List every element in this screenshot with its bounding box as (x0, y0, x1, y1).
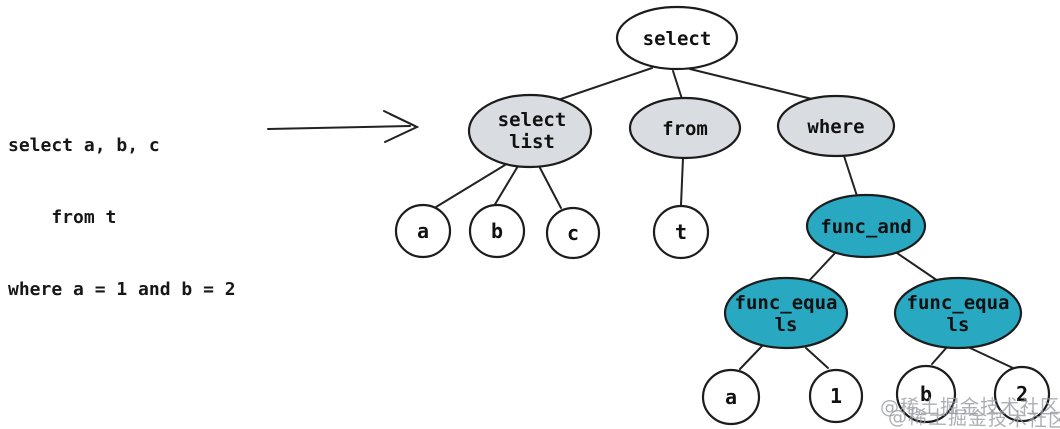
node-select-list-label-line2: list (509, 131, 555, 153)
node-col-a-label: a (417, 219, 429, 243)
node-col-b-label: b (491, 219, 503, 243)
node-func-and-label: func_and (820, 216, 912, 238)
node-eq1-a-label: a (725, 385, 737, 409)
sql-source-text: select a, b, c from t where a = 1 and b … (8, 86, 236, 350)
node-col-c-label: c (567, 221, 579, 245)
node-eq2-2: 2 (993, 365, 1051, 423)
node-func-equals-1-shape (723, 276, 849, 350)
node-eq2-b: b (895, 364, 957, 424)
node-table-t-shape (652, 204, 710, 260)
node-from-shape (628, 96, 742, 160)
edge-func-and-to-func-equals-2 (893, 250, 942, 284)
node-func-equals-2-label-line1: func_equa (907, 292, 1010, 314)
node-select-list-label-line1: select (498, 109, 567, 131)
node-func-equals-2: func_equa ls (893, 276, 1023, 350)
edge-select-list-to-c (538, 165, 562, 209)
node-col-a-shape (394, 203, 452, 259)
node-select: select (615, 5, 739, 71)
sql-line-2: from t (8, 207, 117, 228)
node-table-t-label: t (675, 220, 687, 244)
edge-select-to-where (689, 68, 813, 100)
edge-func-equals-2-to-2 (967, 346, 1014, 369)
edge-func-equals-1-to-1 (805, 347, 829, 369)
node-eq1-a-shape (701, 368, 761, 426)
node-eq1-1-label: 1 (830, 384, 842, 408)
node-col-c-shape (545, 206, 601, 260)
edge-select-list-to-b (493, 165, 519, 207)
node-col-a: a (394, 203, 452, 259)
node-func-equals-1-label-line2: ls (775, 314, 798, 336)
edge-select-list-to-a (435, 164, 506, 208)
node-eq1-1-shape (808, 368, 864, 424)
node-table-t: t (652, 204, 710, 260)
node-func-and-shape (805, 193, 927, 259)
right-arrow-icon (267, 110, 420, 143)
node-func-and: func_and (805, 193, 927, 259)
edge-where-to-func-and (843, 155, 858, 197)
node-col-b-shape (468, 203, 526, 259)
node-func-equals-2-label-line2: ls (947, 314, 970, 336)
watermark-text-shadow: @稀土掘金技术社区 (887, 406, 1060, 429)
node-select-list-shape (467, 93, 593, 169)
node-eq1-a: a (701, 368, 761, 426)
node-where-shape (776, 94, 896, 158)
node-eq2-2-label: 2 (1016, 382, 1028, 406)
node-eq2-b-label: b (920, 382, 932, 406)
node-eq2-2-shape (993, 365, 1051, 423)
node-from: from (628, 96, 742, 160)
edge-func-equals-2-to-b (931, 345, 949, 365)
node-func-equals-2-shape (893, 276, 1023, 350)
edge-func-and-to-func-equals-1 (806, 251, 837, 284)
node-col-c: c (545, 206, 601, 260)
node-eq1-1: 1 (808, 368, 864, 424)
node-select-label: select (643, 28, 712, 50)
node-func-equals-1-label-line1: func_equa (735, 292, 838, 314)
watermark-text: @稀土掘金技术社区 (880, 396, 1060, 418)
node-select-shape (615, 5, 739, 71)
edge-func-equals-1-to-a (739, 345, 763, 370)
node-from-label: from (662, 118, 708, 140)
node-func-equals-1: func_equa ls (723, 276, 849, 350)
edge-select-to-select-list (557, 67, 653, 101)
sql-line-1: select a, b, c (8, 135, 160, 156)
node-where-label: where (807, 116, 864, 138)
tree-edges (435, 67, 1014, 370)
node-col-b: b (468, 203, 526, 259)
edge-select-to-from (672, 70, 683, 100)
node-where: where (776, 94, 896, 158)
node-select-list: select list (467, 93, 593, 169)
edge-from-to-t (680, 157, 684, 206)
node-eq2-b-shape (895, 364, 957, 424)
sql-line-3: where a = 1 and b = 2 (8, 279, 236, 300)
